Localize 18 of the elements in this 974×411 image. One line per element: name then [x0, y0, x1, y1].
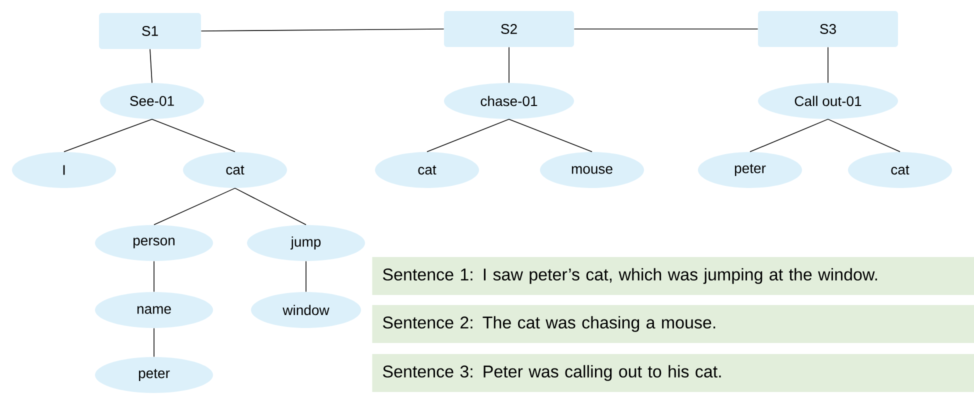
connector-line	[508, 46, 510, 84]
connector-line	[508, 118, 592, 152]
connector-line	[150, 48, 152, 84]
connector-line	[426, 118, 510, 152]
connector-line	[574, 28, 758, 30]
connector-line	[154, 188, 236, 226]
connector-line	[828, 118, 900, 152]
connector-line	[200, 28, 444, 32]
sentence-banner: Sentence 2: The cat was chasing a mouse.	[372, 305, 974, 343]
sentence-box: S2	[444, 11, 574, 47]
connector-line	[234, 188, 306, 226]
sentence-banner: Sentence 3: Peter was calling out to his cat.	[372, 354, 974, 392]
connector-line	[750, 118, 828, 152]
connector-line	[64, 118, 152, 152]
connector-line	[152, 118, 236, 152]
sentence-banner: Sentence 1: I saw peter’s cat, which was jumping at the window.	[372, 257, 974, 295]
sentence-box: S3	[758, 11, 898, 47]
sentence-box: S1	[99, 13, 201, 49]
